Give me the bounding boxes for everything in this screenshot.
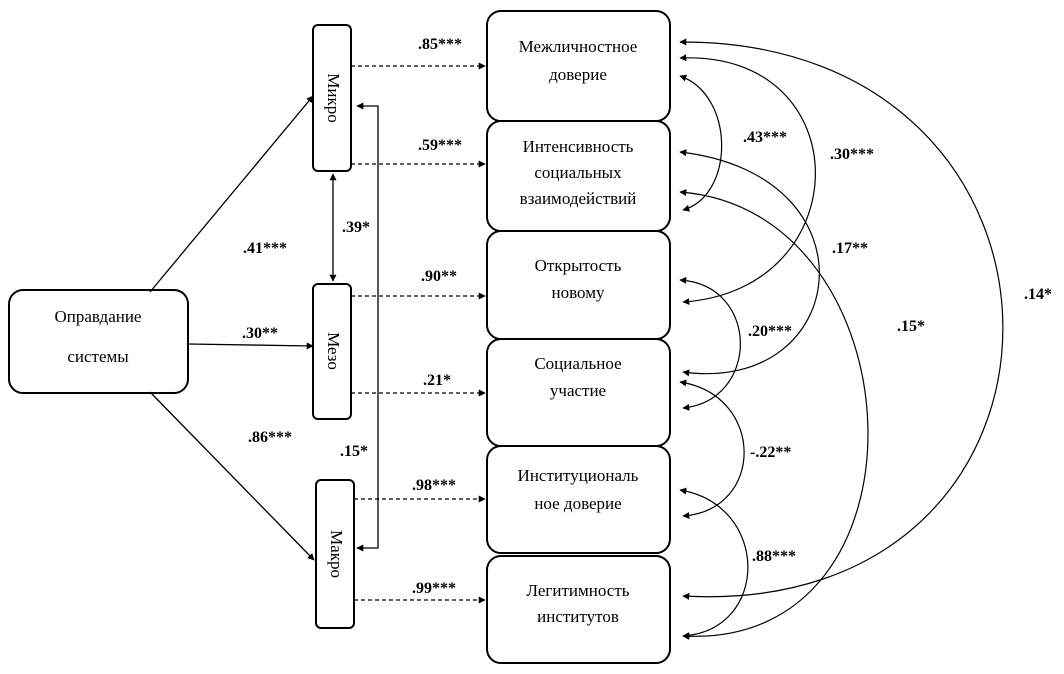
target-2-line-2: социальных (534, 163, 622, 182)
target-6-line-2: институтов (537, 607, 619, 626)
source-label-line2: системы (67, 347, 129, 366)
corr-t2-t4-curve (679, 149, 820, 377)
target-3-line-2: новому (552, 283, 605, 302)
target-box-institutional-trust: Институциональ ное доверие (486, 445, 671, 554)
corr-t1-t2-curve (679, 74, 723, 212)
target-box-interpersonal-trust: Межличностное доверие (486, 10, 671, 122)
corr-t2-t6-curve (679, 188, 869, 640)
path-source-micro (149, 95, 314, 293)
label-micro-meso: .39* (342, 219, 370, 236)
target-3-line-1: Открытость (535, 256, 622, 275)
macro-label: Макро (327, 530, 346, 578)
target-2-line-1: Интенсивность (523, 137, 634, 156)
micro-label: Микро (324, 73, 343, 122)
source-label-line1: Оправдание (55, 307, 142, 326)
label-corr-t4-t5: -.22** (750, 444, 791, 461)
label-macro-t6: .99*** (412, 580, 456, 597)
micro-box (312, 24, 352, 172)
label-meso-t3: .90** (421, 268, 457, 285)
target-2-line-3: взаимодействий (520, 189, 637, 208)
meso-label: Мезо (324, 332, 343, 370)
target-6-line-1: Легитимность (526, 581, 629, 600)
target-box-openness: Открытость новому (486, 230, 671, 340)
label-meso-t4: .21* (423, 372, 451, 389)
label-corr-t2-t6: .15* (897, 318, 925, 335)
target-5-line-2: ное доверие (534, 494, 621, 513)
target-4-line-2: участие (550, 381, 606, 400)
label-corr-t1-t6: .14* (1024, 286, 1052, 303)
corr-t1-t3-curve (679, 54, 816, 306)
label-corr-t5-t6: .88*** (752, 548, 796, 565)
label-corr-t1-t3: .30*** (830, 146, 874, 163)
target-4-line-1: Социальное (534, 354, 621, 373)
corr-t5-t6-curve (679, 487, 749, 640)
target-1-line-1: Межличностное (519, 37, 638, 56)
label-micro-macro: .15* (340, 443, 368, 460)
label-corr-t3-t4: .20*** (748, 323, 792, 340)
meso-box (312, 283, 352, 420)
corr-t4-t5-curve (679, 379, 745, 520)
label-corr-t2-t4: .17** (832, 240, 868, 257)
label-micro-t2: .59*** (418, 137, 462, 154)
path-micro-macro (356, 102, 379, 552)
path-source-macro (149, 391, 315, 561)
target-5-line-1: Институциональ (518, 466, 639, 485)
source-box (8, 289, 189, 394)
target-box-social-participation: Социальное участие (486, 338, 671, 447)
label-source-micro: .41*** (243, 240, 287, 257)
label-source-macro: .86*** (248, 429, 292, 446)
macro-box (315, 479, 355, 629)
path-source-meso (187, 342, 314, 350)
target-1-line-2: доверие (549, 65, 607, 84)
target-box-social-interaction-intensity: Интенсивность социальных взаимодействий (486, 120, 671, 232)
corr-t3-t4-curve (679, 276, 741, 411)
label-macro-t5: .98*** (412, 477, 456, 494)
label-corr-t1-t2: .43*** (743, 129, 787, 146)
label-source-meso: .30** (242, 325, 278, 342)
corr-t1-t6-curve (679, 38, 1004, 600)
label-micro-t1: .85*** (418, 36, 462, 53)
target-box-institutional-legitimacy: Легитимность институтов (486, 555, 671, 664)
